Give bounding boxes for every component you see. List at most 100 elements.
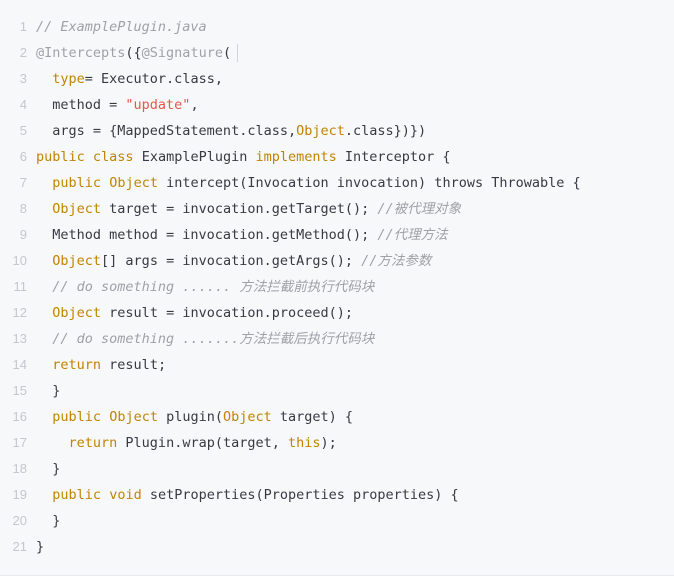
code-text: } (36, 534, 674, 560)
line-number: 10 (12, 253, 27, 268)
code-token: args = {MappedStatement.class, (36, 123, 297, 139)
code-token: @Signature (141, 45, 223, 61)
code-line[interactable]: 3 type= Executor.class, (0, 66, 674, 92)
code-token: plugin( (157, 409, 223, 425)
code-text: public Object intercept(Invocation invoc… (36, 170, 674, 196)
code-line[interactable]: 14 return result; (0, 352, 674, 378)
code-token: "update" (125, 97, 191, 113)
code-line[interactable]: 10 Object[] args = invocation.getArgs();… (0, 248, 674, 274)
code-line[interactable]: 15 } (0, 378, 674, 404)
code-token (101, 175, 109, 191)
code-token: result; (101, 357, 167, 373)
code-line[interactable]: 20 } (0, 508, 674, 534)
line-number: 18 (12, 461, 27, 476)
code-line[interactable]: 19 public void setProperties(Properties … (0, 482, 674, 508)
code-token: result = invocation.proceed(); (101, 305, 354, 321)
code-text: Object[] args = invocation.getArgs(); //… (36, 248, 674, 274)
code-token: Plugin.wrap(target, (117, 435, 288, 451)
code-token: ( (222, 45, 232, 61)
line-number: 2 (19, 45, 27, 60)
code-text: Method method = invocation.getMethod(); … (36, 222, 674, 248)
code-token (36, 435, 69, 451)
code-token (36, 71, 52, 87)
code-token: } (36, 383, 61, 399)
line-number: 12 (12, 305, 27, 320)
code-token (36, 175, 52, 191)
code-text: Object target = invocation.getTarget(); … (36, 196, 674, 222)
code-token (36, 331, 52, 347)
code-token: // ExamplePlugin.java (36, 19, 207, 35)
code-token: Object (109, 175, 158, 191)
line-number: 11 (13, 279, 28, 294)
code-line[interactable]: 1 // ExamplePlugin.java (0, 14, 674, 40)
code-token: target = invocation.getTarget(); (101, 201, 378, 217)
code-token: // do something .......方法拦截后执行代码块 (52, 331, 375, 347)
line-number: 1 (19, 19, 27, 34)
code-token: @Intercepts (36, 45, 126, 61)
line-number: 16 (12, 409, 27, 424)
code-token (36, 279, 52, 295)
line-number: 6 (19, 149, 27, 164)
line-number: 7 (19, 175, 27, 190)
code-token (36, 487, 52, 503)
code-token (36, 253, 52, 269)
code-line[interactable]: 4 method = "update", (0, 92, 674, 118)
line-number: 13 (12, 331, 27, 346)
code-token: .class})}) (344, 123, 427, 139)
code-token: return (52, 357, 102, 373)
code-line[interactable]: 5 args = {MappedStatement.class,Object.c… (0, 118, 674, 144)
code-line[interactable]: 11 // do something ...... 方法拦截前执行代码块 (0, 274, 674, 300)
code-text: Object result = invocation.proceed(); (36, 300, 674, 326)
line-number: 4 (19, 97, 27, 112)
code-token: ({ (125, 45, 142, 61)
text-cursor (237, 44, 239, 62)
code-token: ); (320, 435, 337, 451)
code-line[interactable]: 9 Method method = invocation.getMethod()… (0, 222, 674, 248)
code-token: //被代理对象 (377, 201, 462, 217)
code-token: public (36, 149, 85, 165)
code-token: //方法参数 (361, 253, 432, 269)
code-token: Interceptor { (336, 149, 451, 165)
code-token (36, 305, 52, 321)
code-text: method = "update", (36, 92, 674, 118)
code-line[interactable]: 21} (0, 534, 674, 560)
code-token (85, 149, 93, 165)
line-number: 3 (19, 71, 27, 86)
code-token (101, 409, 109, 425)
code-token: type (52, 71, 85, 87)
code-token: Method method = invocation.getMethod(); (36, 227, 378, 243)
line-number: 5 (19, 123, 27, 138)
code-line[interactable]: 7 public Object intercept(Invocation inv… (0, 170, 674, 196)
code-token (36, 357, 52, 373)
code-text: return Plugin.wrap(target, this); (36, 430, 674, 456)
code-token: Object (296, 123, 345, 139)
code-token: Object (223, 409, 272, 425)
code-token: implements (255, 149, 337, 165)
code-line[interactable]: 2 @Intercepts({@Signature( (0, 40, 674, 66)
code-text: // ExamplePlugin.java (36, 14, 674, 40)
code-token (101, 487, 109, 503)
code-token (36, 201, 52, 217)
line-number: 20 (12, 513, 27, 528)
code-line[interactable]: 17 return Plugin.wrap(target, this); (0, 430, 674, 456)
code-text: public void setProperties(Properties pro… (36, 482, 674, 508)
code-token: // do something ...... 方法拦截前执行代码块 (52, 279, 375, 295)
code-line[interactable]: 13 // do something .......方法拦截后执行代码块 (0, 326, 674, 352)
code-token: Object (52, 201, 102, 217)
code-token: public (52, 487, 102, 503)
code-text: public Object plugin(Object target) { (36, 404, 674, 430)
code-line[interactable]: 8 Object target = invocation.getTarget()… (0, 196, 674, 222)
line-number: 14 (12, 357, 27, 372)
code-line[interactable]: 16 public Object plugin(Object target) { (0, 404, 674, 430)
code-token: target) { (271, 409, 354, 425)
code-token: void (109, 487, 142, 503)
code-token: } (36, 539, 45, 555)
code-token: //代理方法 (377, 227, 448, 243)
code-token: Object (109, 409, 158, 425)
code-line[interactable]: 12 Object result = invocation.proceed(); (0, 300, 674, 326)
code-text: } (36, 456, 674, 482)
code-token: public (52, 409, 102, 425)
code-line[interactable]: 18 } (0, 456, 674, 482)
